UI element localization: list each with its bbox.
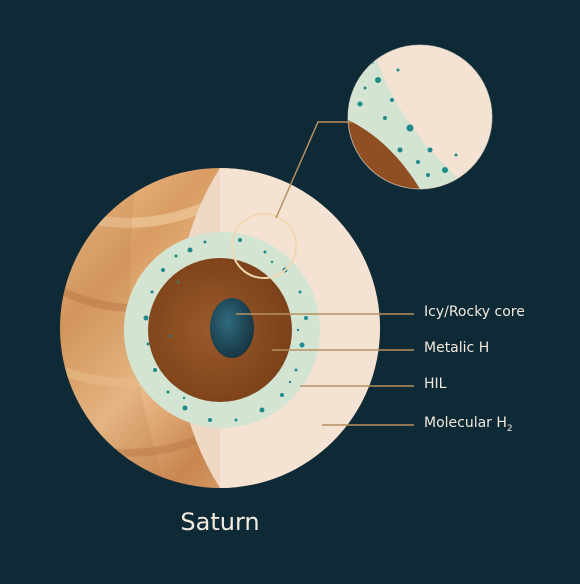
zoom-inset	[347, 44, 493, 190]
label-icy-rocky-core: Icy/Rocky core	[424, 304, 525, 320]
saturn-planet	[60, 168, 380, 488]
planet-title: Saturn	[180, 508, 260, 536]
zoom-leader-line	[275, 121, 352, 219]
label-metallic-h: Metalic H	[424, 340, 490, 356]
label-molecular-h2: Molecular H2	[424, 415, 513, 434]
icy-rocky-core	[210, 298, 254, 358]
label-hil: HIL	[424, 376, 447, 392]
hil-dots	[143, 238, 308, 422]
magnify-ring	[231, 213, 297, 279]
